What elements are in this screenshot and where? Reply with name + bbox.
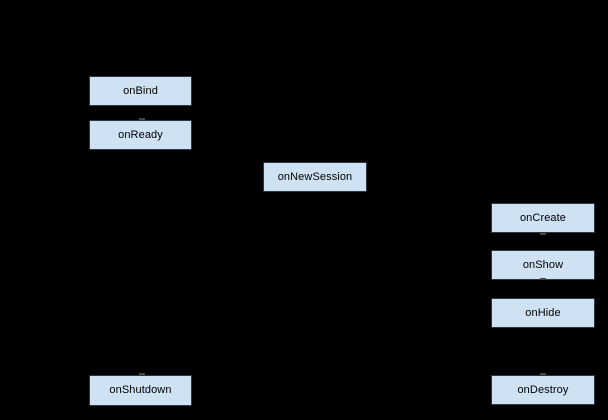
arrowhead-icon bbox=[540, 373, 546, 375]
node-onNewSession: onNewSession bbox=[263, 162, 367, 192]
node-onDestroy: onDestroy bbox=[491, 375, 595, 405]
node-label: onShutdown bbox=[109, 384, 172, 396]
node-onReady: onReady bbox=[89, 120, 192, 150]
node-onShutdown: onShutdown bbox=[89, 375, 192, 406]
node-label: onShow bbox=[522, 258, 564, 271]
arrowhead-icon bbox=[139, 118, 145, 120]
arrowhead-icon bbox=[540, 233, 546, 235]
node-onCreate: onCreate bbox=[491, 203, 595, 233]
node-label: onHide bbox=[525, 306, 561, 319]
arrowhead-icon bbox=[139, 373, 145, 375]
node-label: onReady bbox=[118, 128, 163, 141]
node-label: onCreate bbox=[519, 211, 567, 224]
node-onBind: onBind bbox=[89, 76, 192, 106]
node-label: onNewSession bbox=[277, 170, 353, 183]
node-onShow: onShow bbox=[491, 250, 595, 280]
node-label: onBind bbox=[123, 84, 158, 97]
node-onHide: onHide bbox=[491, 298, 595, 328]
arrowhead-icon bbox=[540, 278, 546, 280]
node-label: onDestroy bbox=[517, 383, 569, 396]
